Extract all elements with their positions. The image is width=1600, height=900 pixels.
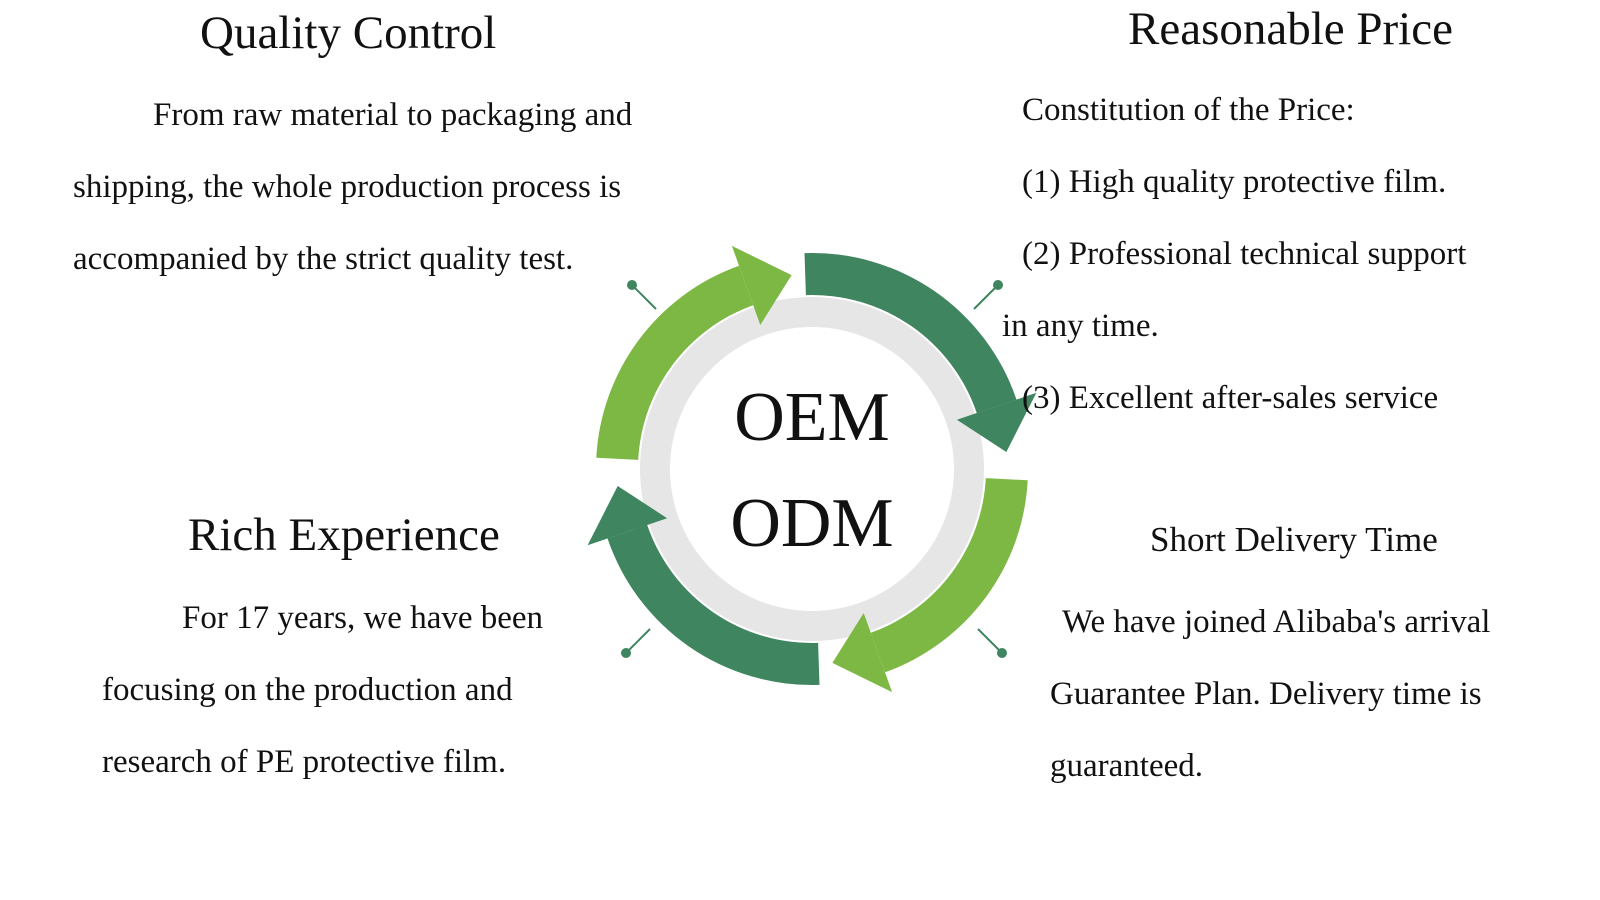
inner-core xyxy=(670,327,954,611)
quality-control-body: From raw material to packaging and shipp… xyxy=(73,97,633,277)
rich-experience-body: For 17 years, we have been focusing on t… xyxy=(102,600,544,780)
connector-bottom-left xyxy=(625,628,651,654)
price-line-3: (3) Excellent after-sales service xyxy=(1022,380,1439,416)
quality-control-title: Quality Control xyxy=(200,7,497,59)
connector-bottom-right xyxy=(977,628,1003,654)
arrow-segment-bottom-left-body xyxy=(607,524,820,686)
center-label-oem: OEM xyxy=(734,379,890,456)
arrow-segment-bottom-right-head xyxy=(832,613,893,693)
arrow-segment-bottom-left-head xyxy=(587,486,668,546)
connector-dot-bottom-right xyxy=(997,648,1007,658)
reasonable-price-list: Constitution of the Price: (1) High qual… xyxy=(1002,74,1592,434)
cycle-ring xyxy=(587,245,1037,693)
connector-dot-bottom-left xyxy=(621,648,631,658)
price-line-2: (2) Professional technical support xyxy=(1022,236,1467,272)
rich-experience-title: Rich Experience xyxy=(188,509,500,561)
connector-dot-top-right xyxy=(993,280,1003,290)
arrow-segment-top-left-body xyxy=(596,265,754,460)
price-line-2-cont: in any time. xyxy=(1002,308,1159,344)
short-delivery-body: We have joined Alibaba's arrival Guarant… xyxy=(1050,604,1491,784)
center-label-odm: ODM xyxy=(730,485,893,562)
arrow-segment-top-right-head xyxy=(956,392,1037,452)
price-line-1: (1) High quality protective film. xyxy=(1022,164,1447,200)
arrow-segment-top-right-body xyxy=(804,252,1017,414)
connector-top-left xyxy=(631,284,657,310)
short-delivery-title: Short Delivery Time xyxy=(1150,520,1438,559)
arrow-segment-top-left-head xyxy=(731,245,792,325)
reasonable-price-title: Reasonable Price xyxy=(1128,3,1453,55)
connector-ticks xyxy=(621,280,1007,658)
connector-dot-top-left xyxy=(627,280,637,290)
arrow-segment-bottom-right-body xyxy=(870,478,1028,673)
price-line-heading: Constitution of the Price: xyxy=(1022,92,1355,128)
connector-top-right xyxy=(973,284,999,310)
